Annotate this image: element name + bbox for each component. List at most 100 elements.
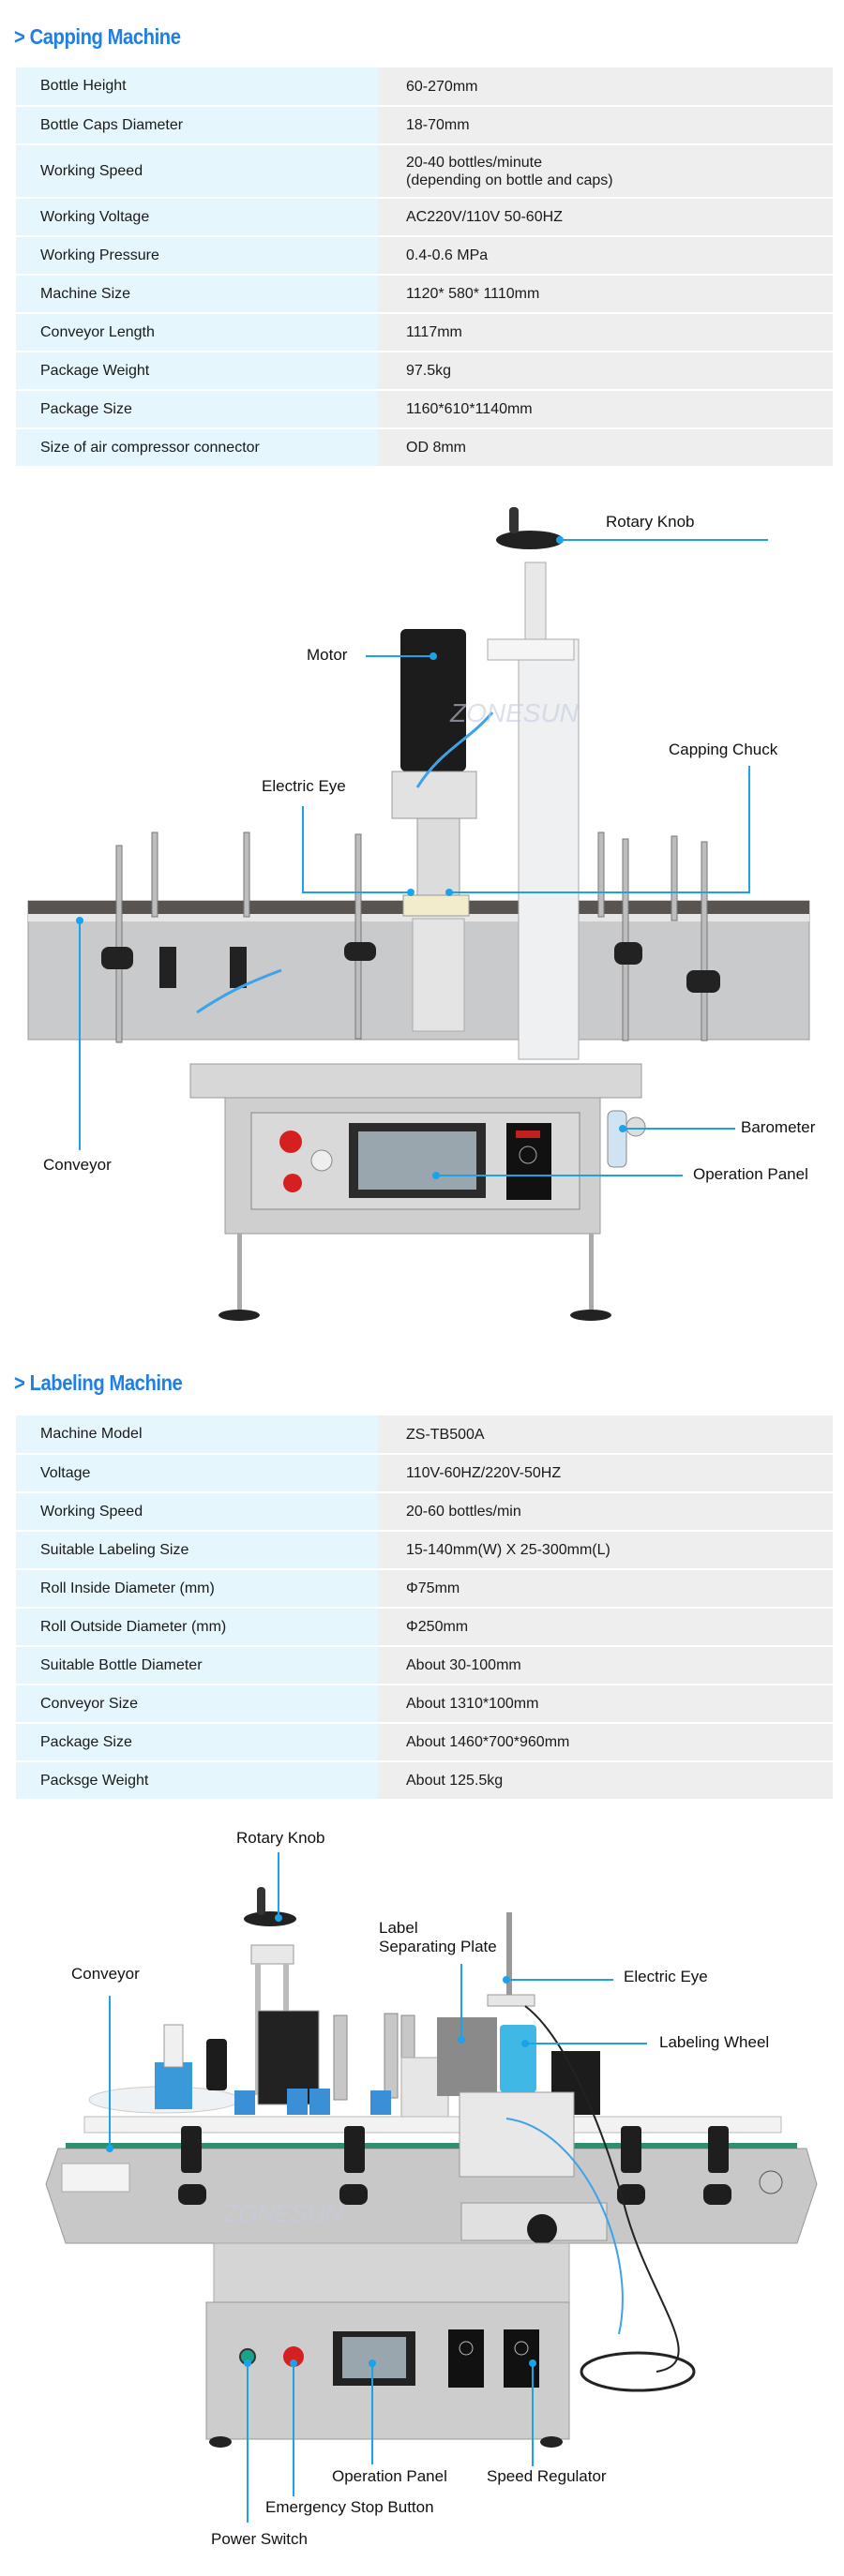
callout-rotary-knob: Rotary Knob [236,1829,325,1847]
spec-value: 1160*610*1140mm [378,390,833,429]
speed-regulator [448,2329,484,2388]
spec-value-line: (depending on bottle and caps) [406,172,613,188]
labeling-machine-image: ZONESUN [45,1852,818,2523]
callout-dots [76,536,626,1179]
sensor-cable [524,2005,680,2373]
motor-cover [61,2163,130,2193]
spec-label: Suitable Labeling Size [16,1531,378,1570]
label-separating-plate [437,2017,497,2096]
spec-label: Package Size [16,390,378,429]
column-head [250,1944,294,1965]
spec-label: Bottle Height [16,67,378,107]
electric-eye-mount [487,1994,535,2007]
leg [589,1234,594,1313]
spec-label: Bottle Caps Diameter [16,106,378,145]
callout-lines [109,1852,647,2523]
spec-value: 97.5kg [378,352,833,391]
knob-handle [257,1887,265,1915]
emergency-stop-icon [283,2346,304,2367]
table-row: Roll Inside Diameter (mm)Φ75mm [16,1569,833,1609]
table-top [189,1063,642,1099]
capping-head [416,817,460,908]
spec-value: About 1310*100mm [378,1685,833,1724]
speed-regulator [504,2329,539,2388]
air-hose [415,711,494,788]
barometer [607,1110,627,1168]
conveyor-body [45,2148,818,2244]
spec-value: AC220V/110V 50-60HZ [378,198,833,237]
guide-posts [115,831,708,1043]
callout-electric-eye: Electric Eye [624,1968,708,1985]
spec-value: Φ75mm [378,1569,833,1609]
callout-conveyor: Conveyor [71,1965,140,1983]
speed-dial [514,2341,529,2356]
labeling-wheel [500,2025,536,2092]
callout-rotary-knob: Rotary Knob [606,513,695,531]
spec-label: Working Speed [16,144,378,199]
callout-label-separating-plate-line1: Label [379,1919,418,1937]
spec-label: Machine Size [16,275,378,314]
labeling-head-frame [459,2091,575,2178]
power-dial [310,1149,333,1172]
spec-value: 18-70mm [378,106,833,145]
air-hose [505,2118,624,2335]
foot [219,1310,260,1321]
spec-value: Φ250mm [378,1608,833,1647]
spec-value: 1117mm [378,313,833,352]
spec-value-line: 20-40 bottles/minute [406,154,542,171]
callout-lines [79,539,768,1176]
callout-emergency-stop-button: Emergency Stop Button [265,2498,434,2516]
guide-rail [28,914,809,921]
spec-value: 60-270mm [378,67,833,107]
spec-label: Working Pressure [16,236,378,276]
spec-label: Working Voltage [16,198,378,237]
guide-rail [83,2116,782,2134]
stop-button [283,1174,302,1192]
lead-screw [524,562,547,640]
adjust-wheel [527,2214,557,2244]
chuck-bracket [412,918,465,1032]
electric-eye-rod [506,1912,512,2006]
capping-chuck [402,894,470,917]
spec-value: 0.4-0.6 MPa [378,236,833,276]
tension-arm [206,2039,227,2090]
spec-value: 20-40 bottles/minute(depending on bottle… [378,144,833,199]
column-head [487,638,575,661]
conveyor-belt [66,2143,797,2149]
callout-motor: Motor [307,646,348,664]
callout-labeling-wheel: Labeling Wheel [659,2033,770,2051]
spec-label: Size of air compressor connector [16,428,378,468]
rotary-knob [244,1911,296,1926]
spec-value: OD 8mm [378,428,833,468]
watermark: ZONESUN [222,2199,342,2227]
bearing [759,2170,783,2194]
screen-display [358,1131,476,1190]
capping-machine-image: ZONESUN [27,507,810,1321]
label-roll [155,2062,192,2109]
spec-value: 1120* 580* 1110mm [378,275,833,314]
gauge [625,1116,646,1137]
spec-label: Roll Inside Diameter (mm) [16,1569,378,1609]
emergency-stop-icon [279,1131,302,1153]
foot [209,2436,232,2448]
gearbox [391,771,477,819]
callout-electric-eye: Electric Eye [262,777,346,795]
power-cable [580,2351,696,2392]
spec-label: Packsge Weight [16,1761,378,1801]
spec-label: Conveyor Size [16,1685,378,1724]
callout-barometer: Barometer [741,1118,816,1136]
cabinet-top [213,2242,570,2305]
column [518,638,580,1060]
spec-value: About 1460*700*960mm [378,1723,833,1762]
labeling-section-title: > Labeling Machine [14,1370,183,1395]
spec-label: Machine Model [16,1415,378,1455]
